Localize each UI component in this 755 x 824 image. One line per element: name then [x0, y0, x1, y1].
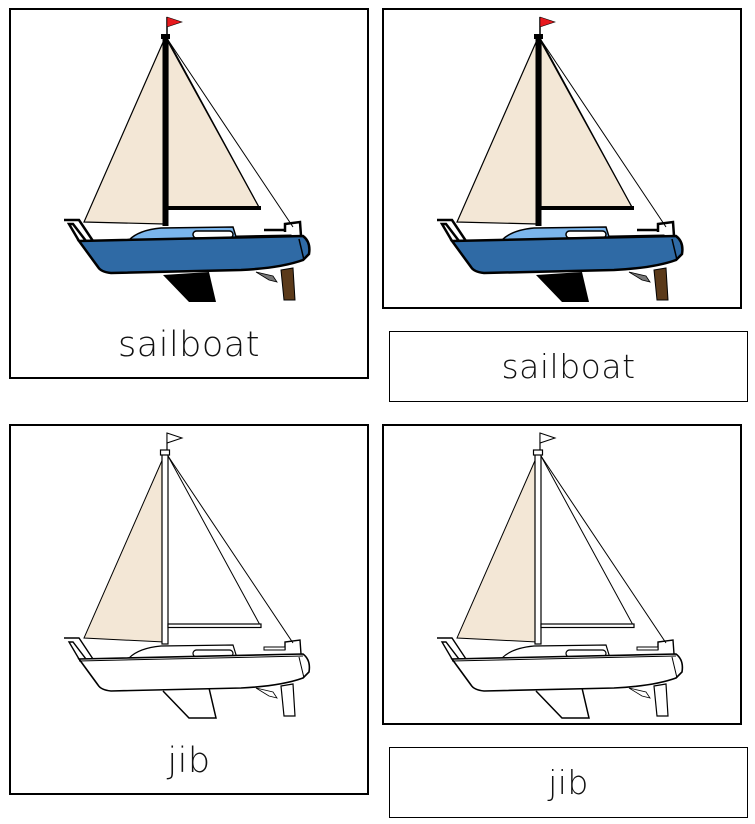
picture-card-jib — [382, 424, 742, 725]
label-card-jib: jib — [389, 747, 748, 818]
label-card-sailboat: sailboat — [389, 331, 748, 402]
sailboat-colored-icon — [64, 16, 311, 302]
control-card-word: jib — [167, 741, 211, 781]
control-card-word: sailboat — [118, 325, 260, 365]
sailboat-colored-icon — [437, 16, 684, 302]
label-card-word: jib — [548, 763, 589, 802]
label-card-word: sailboat — [501, 347, 636, 386]
sailboat-outline-jib-highlighted-icon — [437, 432, 684, 719]
control-card-jib: jib — [9, 424, 369, 795]
control-card-sailboat: sailboat — [9, 8, 369, 379]
picture-card-sailboat — [382, 8, 742, 309]
sailboat-outline-jib-highlighted-icon — [64, 432, 311, 719]
